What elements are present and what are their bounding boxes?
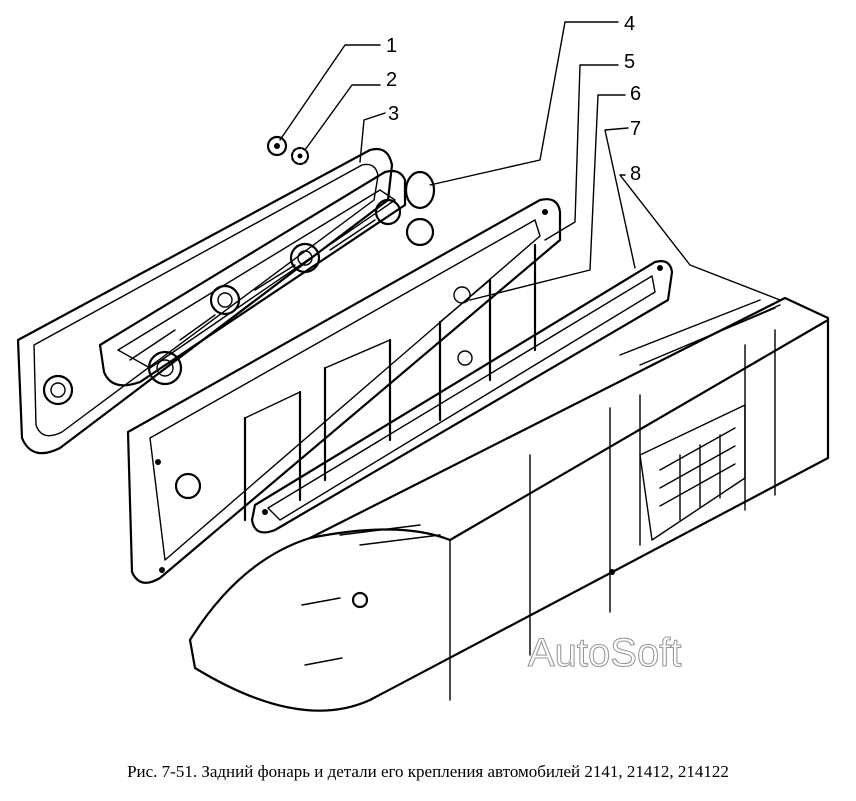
leader-lines (279, 21, 781, 301)
callout-6: 6 (630, 83, 641, 105)
callout-5: 5 (624, 51, 635, 73)
nut-and-washer (266, 135, 310, 166)
lamp-housing (126, 198, 562, 584)
lamp-holder-board (98, 169, 435, 387)
lens-gasket (250, 260, 674, 534)
callout-numbers: 1 2 3 4 5 6 7 8 (386, 13, 641, 185)
lamp-lens (188, 296, 830, 712)
callout-4: 4 (624, 13, 635, 35)
figure-caption: Рис. 7-51. Задний фонарь и детали его кр… (127, 762, 729, 781)
watermark: AutoSoft (528, 631, 681, 675)
callout-1: 1 (386, 35, 397, 57)
callout-2: 2 (386, 69, 397, 91)
callout-7: 7 (630, 118, 641, 140)
callout-8: 8 (630, 163, 641, 185)
callout-3: 3 (388, 103, 399, 125)
